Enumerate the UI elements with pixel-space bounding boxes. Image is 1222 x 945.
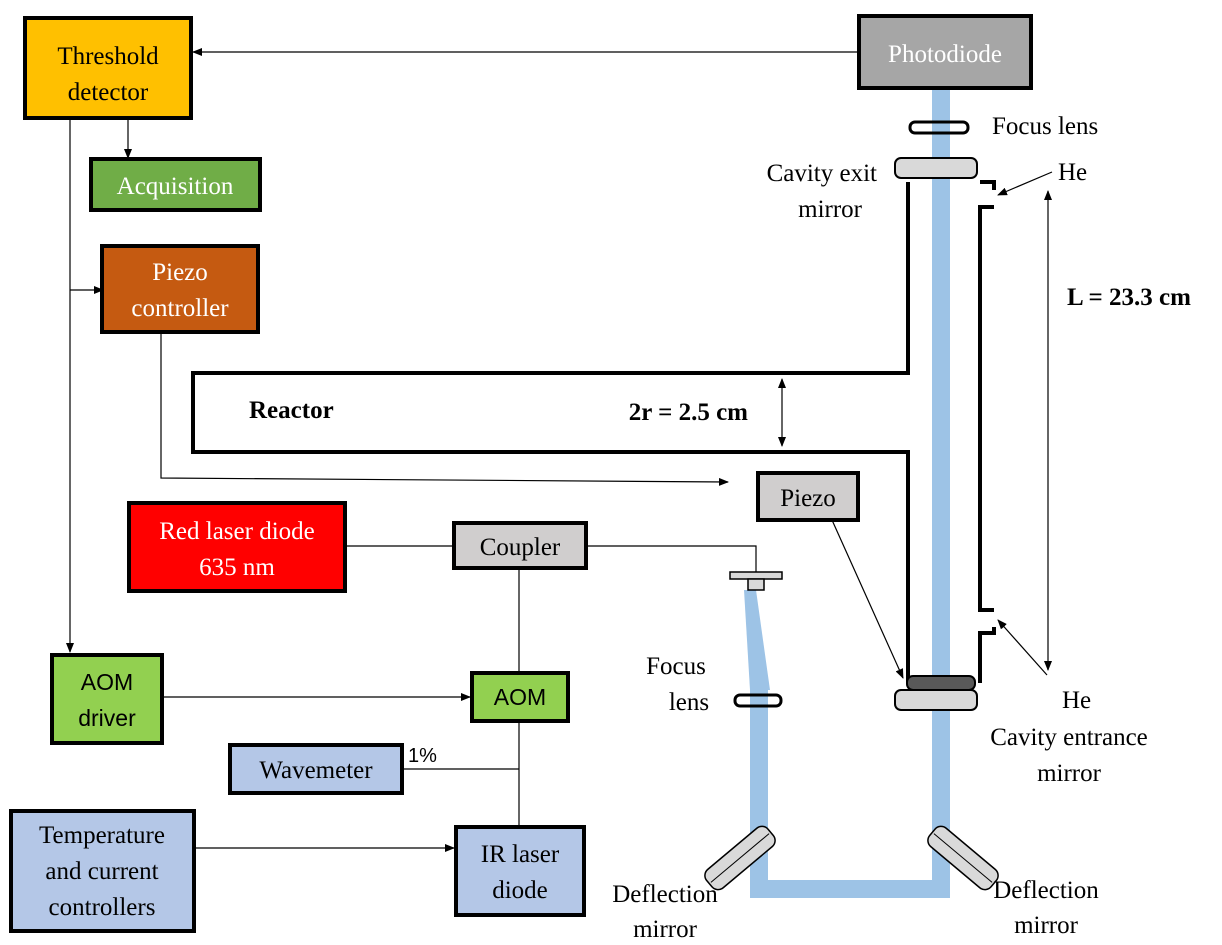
focus-lens-left-label-1: Focus: [646, 653, 706, 680]
cavity-exit-mirror: [894, 157, 978, 179]
reactor-label: Reactor: [249, 397, 334, 424]
deflection-right-label-2: mirror: [1014, 912, 1079, 939]
beam-expanding-cone: [744, 590, 770, 690]
cavity-entrance-label-1: Cavity entrance: [990, 724, 1148, 751]
he-top-label: He: [1058, 159, 1087, 186]
reactor-cavity-outline: [191, 180, 996, 683]
aom-driver-box: AOM driver: [50, 653, 164, 745]
ir-laser-label-2: diode: [492, 877, 548, 904]
arrow-piezo-controller-to-piezo: [160, 333, 729, 486]
photodiode-label: Photodiode: [888, 41, 1002, 68]
aom-driver-label-1: AOM: [81, 669, 133, 695]
aom-driver-label-2: driver: [78, 705, 136, 731]
deflection-left-label-2: mirror: [633, 916, 698, 943]
piezo-label: Piezo: [780, 485, 836, 512]
ir-laser-diode-box: IR laser diode: [454, 825, 586, 917]
arrow-piezo-to-entrance-mirror: [831, 519, 904, 679]
cavity-exit-label-2: mirror: [798, 196, 863, 223]
red-laser-diode-label-1: Red laser diode: [159, 518, 315, 545]
threshold-detector-label-2: detector: [68, 79, 149, 106]
wavemeter-label: Wavemeter: [259, 757, 373, 784]
deflection-mirror-left: [704, 825, 776, 891]
acquisition-box: Acquisition: [89, 157, 262, 212]
cavity-right-wall: [978, 205, 994, 612]
piezo-controller-box: Piezo controller: [100, 244, 260, 334]
cavity-exit-label-1: Cavity exit: [767, 160, 877, 187]
beam-vertical-main: [932, 88, 950, 896]
focus-lens-top-label: Focus lens: [992, 113, 1098, 140]
line-coupler-to-collimator: [588, 545, 757, 572]
piezo-box: Piezo: [756, 471, 860, 522]
he-port-bottom: [978, 627, 996, 683]
threshold-detector-label-1: Threshold: [57, 43, 159, 70]
focus-lens-left: [733, 693, 783, 708]
arrow-he-top: [997, 171, 1053, 196]
temp-current-label-3: controllers: [49, 894, 156, 921]
beam-horizontal-bottom: [750, 880, 950, 898]
cavity-entrance-mirror: [894, 675, 978, 711]
threshold-detector-box: Threshold detector: [23, 16, 193, 120]
deflection-mirror-right: [927, 825, 999, 891]
ir-laser-label-1: IR laser: [481, 841, 560, 868]
wavemeter-box: Wavemeter: [228, 743, 404, 795]
focus-lens-top: [908, 120, 970, 135]
temp-current-label-1: Temperature: [39, 822, 165, 849]
length-label: L = 23.3 cm: [1067, 284, 1191, 311]
temp-current-label-2: and current: [45, 858, 158, 885]
temp-current-controllers-box: Temperature and current controllers: [9, 809, 196, 933]
photodiode-box: Photodiode: [857, 14, 1033, 90]
one-percent-label: 1%: [408, 745, 437, 767]
coupler-label: Coupler: [480, 534, 561, 561]
aom-label: AOM: [494, 684, 546, 710]
deflection-left-label-1: Deflection: [612, 881, 718, 908]
arrow-he-bottom: [997, 619, 1048, 676]
cavity-entrance-label-2: mirror: [1037, 760, 1102, 787]
piezo-controller-label-1: Piezo: [152, 259, 208, 286]
coupler-box: Coupler: [452, 521, 588, 570]
red-laser-diode-label-2: 635 nm: [199, 554, 275, 581]
annotations: Focus lens Cavity exit mirror He Reactor…: [249, 113, 1191, 943]
acquisition-label: Acquisition: [117, 173, 234, 200]
focus-lens-left-label-2: lens: [669, 689, 709, 716]
connections: [66, 48, 1053, 852]
aom-box: AOM: [470, 671, 570, 723]
beam-vertical-left: [750, 690, 768, 898]
cavity-left-wall-upper: [191, 182, 910, 683]
deflection-right-label-1: Deflection: [993, 877, 1099, 904]
diameter-label: 2r = 2.5 cm: [629, 399, 748, 426]
he-port-top: [980, 180, 996, 190]
piezo-controller-label-2: controller: [131, 295, 229, 322]
red-laser-diode-box: Red laser diode 635 nm: [127, 501, 347, 593]
he-bottom-label: He: [1062, 687, 1091, 714]
fiber-collimator: [729, 571, 783, 591]
